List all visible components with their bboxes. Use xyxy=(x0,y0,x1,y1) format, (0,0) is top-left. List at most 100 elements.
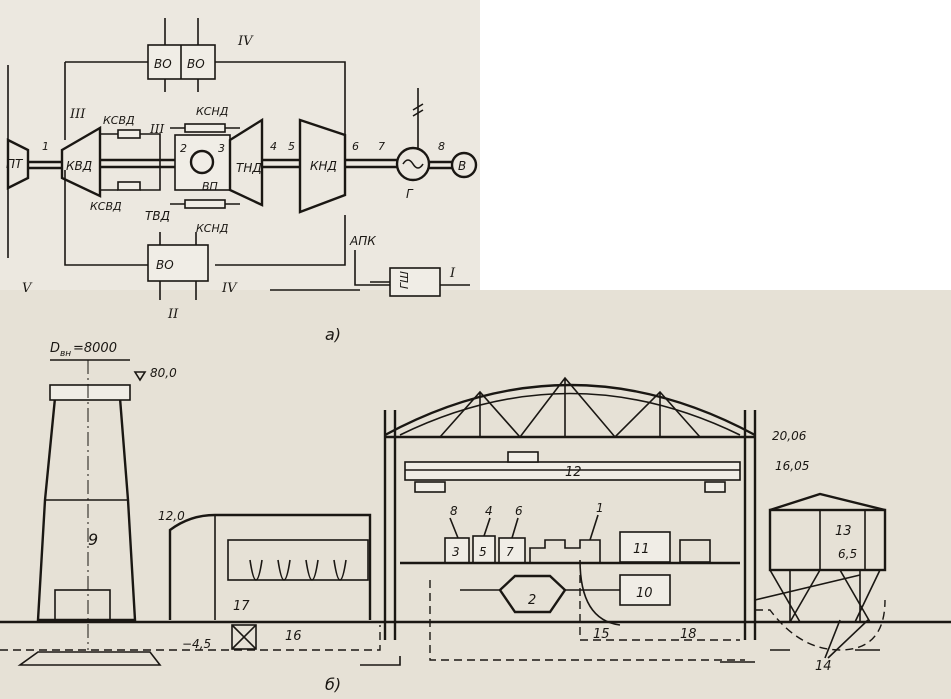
generator-tick-1 xyxy=(412,103,424,111)
roof-truss-web xyxy=(439,376,701,439)
ksvd-top-label: КСВД xyxy=(103,114,135,127)
scheme-a: ВО ВО ВО ПТ КВД КСВД КСВД xyxy=(6,18,478,344)
vo-bottom-label: ВО xyxy=(156,258,174,272)
num-8-b-label: 8 xyxy=(450,504,458,518)
num-7-label: 7 xyxy=(378,140,385,153)
num-5-b-label: 5 xyxy=(479,545,487,559)
num-3-label: 3 xyxy=(218,142,225,155)
annex-underground xyxy=(755,599,886,651)
ksnd-piping xyxy=(170,127,240,205)
leader-1 xyxy=(589,514,599,541)
elev-65-label: 6,5 xyxy=(838,547,857,561)
roman-IV-top-label: IV xyxy=(237,34,254,49)
leader-4 xyxy=(483,517,491,537)
num-17-label: 17 xyxy=(233,599,250,614)
vp-label: ВП xyxy=(202,180,218,193)
num-14-label: 14 xyxy=(815,659,832,674)
tnd-turbine xyxy=(228,117,264,207)
ksnd-top-box xyxy=(184,123,226,133)
gsh-box xyxy=(389,267,441,297)
apk-label: АПК xyxy=(349,234,376,248)
num-18-label: 18 xyxy=(680,627,697,642)
machine-10 xyxy=(619,574,671,606)
num-11-label: 11 xyxy=(633,542,650,557)
vo-top-right-label: ВО xyxy=(187,57,205,71)
num-2-b-label: 2 xyxy=(528,593,536,608)
roman-IV-bottom-label: IV xyxy=(221,281,238,296)
tvd-label: ТВД xyxy=(145,209,170,223)
knd-compressor xyxy=(298,118,347,214)
cross-box xyxy=(231,624,257,650)
left-lower-line xyxy=(64,170,148,266)
blank-area xyxy=(480,0,951,290)
num-12-label: 12 xyxy=(565,465,582,480)
exciter-symbol xyxy=(450,151,478,179)
elev-12-label: 12,0 xyxy=(158,509,185,523)
num-16-label: 16 xyxy=(285,629,302,644)
generator-sine xyxy=(402,159,424,169)
num-6-b-label: 6 xyxy=(515,504,523,518)
machine-7 xyxy=(498,537,526,564)
bottom-loop-line xyxy=(215,215,346,266)
roof-arc-inner xyxy=(399,392,741,436)
underground-duct xyxy=(0,625,381,651)
chimney-top xyxy=(49,384,131,401)
top-loop-line xyxy=(65,61,346,150)
vp-rotor xyxy=(189,149,215,175)
duct-curve xyxy=(579,559,621,626)
tnd-label: ТНД xyxy=(236,161,262,175)
annex-body xyxy=(768,508,887,572)
dvn-label: D xyxy=(50,341,60,356)
feed-duct xyxy=(754,574,861,601)
basement-outline xyxy=(429,580,745,661)
roman-III-1-label: III xyxy=(69,107,86,122)
ksvd-bottom-box xyxy=(117,181,141,191)
roman-V-label: V xyxy=(22,281,33,296)
crane-end-right xyxy=(704,481,726,493)
num-4-label: 4 xyxy=(270,140,277,153)
generator-tick-2 xyxy=(412,109,424,117)
roman-II-label: II xyxy=(167,307,179,322)
chimney-foundation xyxy=(17,651,162,666)
ksnd-bottom-box xyxy=(184,199,226,209)
crane-trolley xyxy=(507,451,539,463)
num-9-label: 9 xyxy=(88,530,98,549)
pt-label: ПТ xyxy=(6,157,24,171)
exciter-label: В xyxy=(458,159,466,173)
crane-end-left xyxy=(414,481,446,493)
gsh-label: ГШ xyxy=(398,271,411,289)
elev-80-marker xyxy=(133,371,147,382)
num-1-label: 1 xyxy=(42,140,49,153)
dvn-sub-label: вн xyxy=(60,349,71,359)
elev-2006-label: 20,06 xyxy=(772,429,807,443)
num-4-b-label: 4 xyxy=(485,504,493,518)
kvd-turbine xyxy=(60,125,102,198)
crane-beam xyxy=(404,461,741,481)
foundations xyxy=(360,649,880,666)
cross-box-x2 xyxy=(231,624,257,650)
annex-roof xyxy=(769,492,886,512)
elev-80-label: 80,0 xyxy=(150,366,177,380)
elev-neg45-label: −4,5 xyxy=(182,637,211,651)
leader-14b xyxy=(827,619,869,659)
hall-right-column xyxy=(743,410,757,640)
annex-bracing xyxy=(769,569,881,623)
num-8-label: 8 xyxy=(438,140,445,153)
leader-8 xyxy=(449,517,459,539)
generator-symbol xyxy=(395,146,431,182)
num-6-label: 6 xyxy=(352,140,359,153)
chimney-base-door xyxy=(54,589,111,623)
heater-coils xyxy=(249,559,347,581)
ksnd-top-label: КСНД xyxy=(196,105,229,118)
leader-14a xyxy=(824,619,841,659)
gsh-inlet-line xyxy=(354,265,390,286)
basement-duct xyxy=(579,575,740,641)
heat-exchanger xyxy=(227,539,369,581)
section-b-background xyxy=(0,290,951,699)
num-10-label: 10 xyxy=(636,586,653,601)
scheme-a-background xyxy=(0,0,480,290)
elev-1605-label: 16,05 xyxy=(775,459,809,473)
vo-bottom-box xyxy=(147,244,209,282)
scheme-a-caption: а) xyxy=(325,325,341,344)
